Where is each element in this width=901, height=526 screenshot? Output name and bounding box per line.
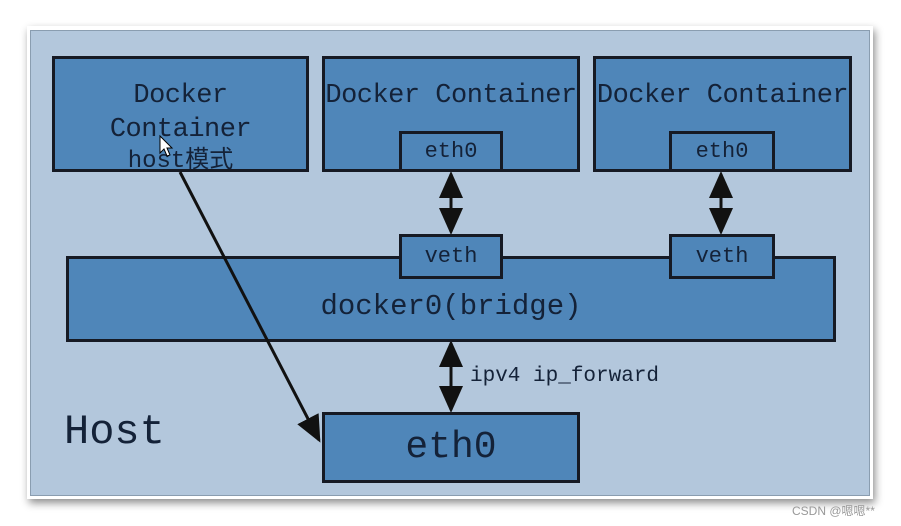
container-eth0-1: eth0 — [399, 131, 503, 172]
veth-2: veth — [669, 234, 775, 279]
container-eth0-2: eth0 — [669, 131, 775, 172]
container-title: Docker Container — [596, 81, 849, 111]
watermark: CSDN @嗯嗯** — [792, 504, 875, 518]
host-label: Host — [64, 408, 165, 456]
container-host-mode: Docker Container host模式 — [52, 56, 309, 175]
host-eth0: eth0 — [322, 412, 580, 483]
container-title: Docker Container — [325, 81, 577, 111]
container-bridge-1: Docker Container — [322, 56, 580, 172]
container-title: Docker Container — [109, 81, 252, 145]
veth-1: veth — [399, 234, 503, 279]
ip-forward-label: ipv4 ip_forward — [470, 365, 660, 388]
container-subtitle: host模式 — [127, 148, 234, 175]
